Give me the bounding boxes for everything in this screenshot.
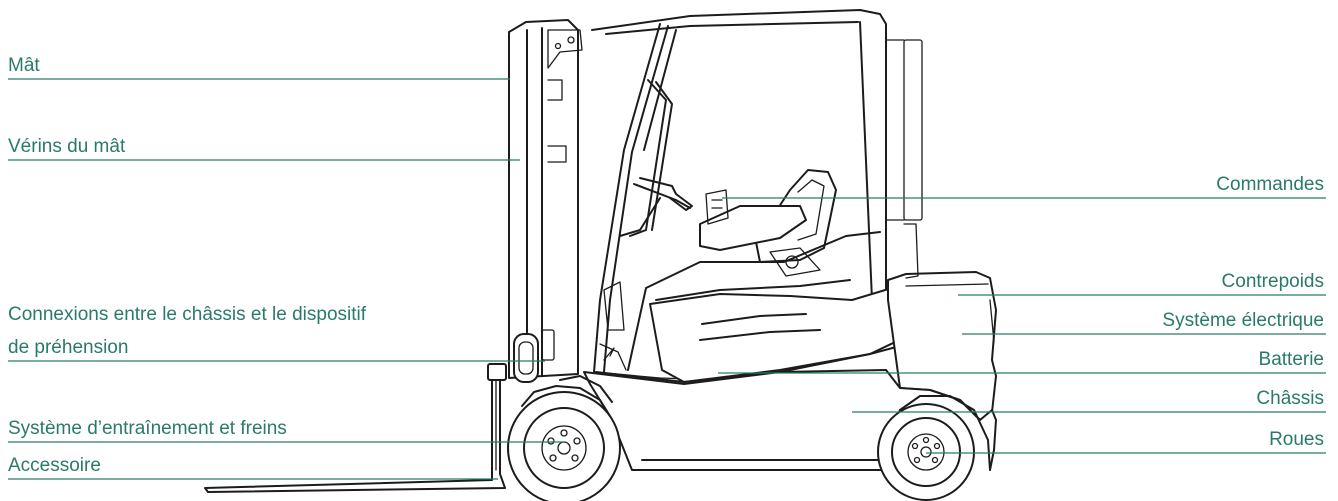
label-contrepoids: Contrepoids: [1222, 271, 1324, 292]
label-verins: Vérins du mât: [8, 136, 126, 157]
label-batterie: Batterie: [1259, 349, 1324, 370]
forklift-illustration: [205, 10, 996, 501]
label-connexions-line1: Connexions entre le châssis et le dispos…: [8, 304, 367, 325]
label-commandes: Commandes: [1216, 174, 1324, 195]
label-connexions-line2: de préhension: [8, 337, 128, 358]
label-entrainement: Système d’entraînement et freins: [8, 418, 287, 439]
label-roues: Roues: [1269, 429, 1324, 450]
label-mat: Mât: [8, 55, 40, 76]
labels-left: Mât Vérins du mât Connexions entre le ch…: [8, 55, 367, 476]
label-accessoire: Accessoire: [8, 455, 101, 476]
mast: [509, 20, 582, 382]
label-electrique: Système électrique: [1162, 310, 1324, 331]
labels-right: Commandes Contrepoids Système électrique…: [1162, 174, 1324, 450]
label-chassis: Châssis: [1256, 388, 1324, 409]
rear-wheel: [878, 404, 974, 500]
seat: [700, 170, 836, 276]
front-wheel: [508, 392, 620, 501]
